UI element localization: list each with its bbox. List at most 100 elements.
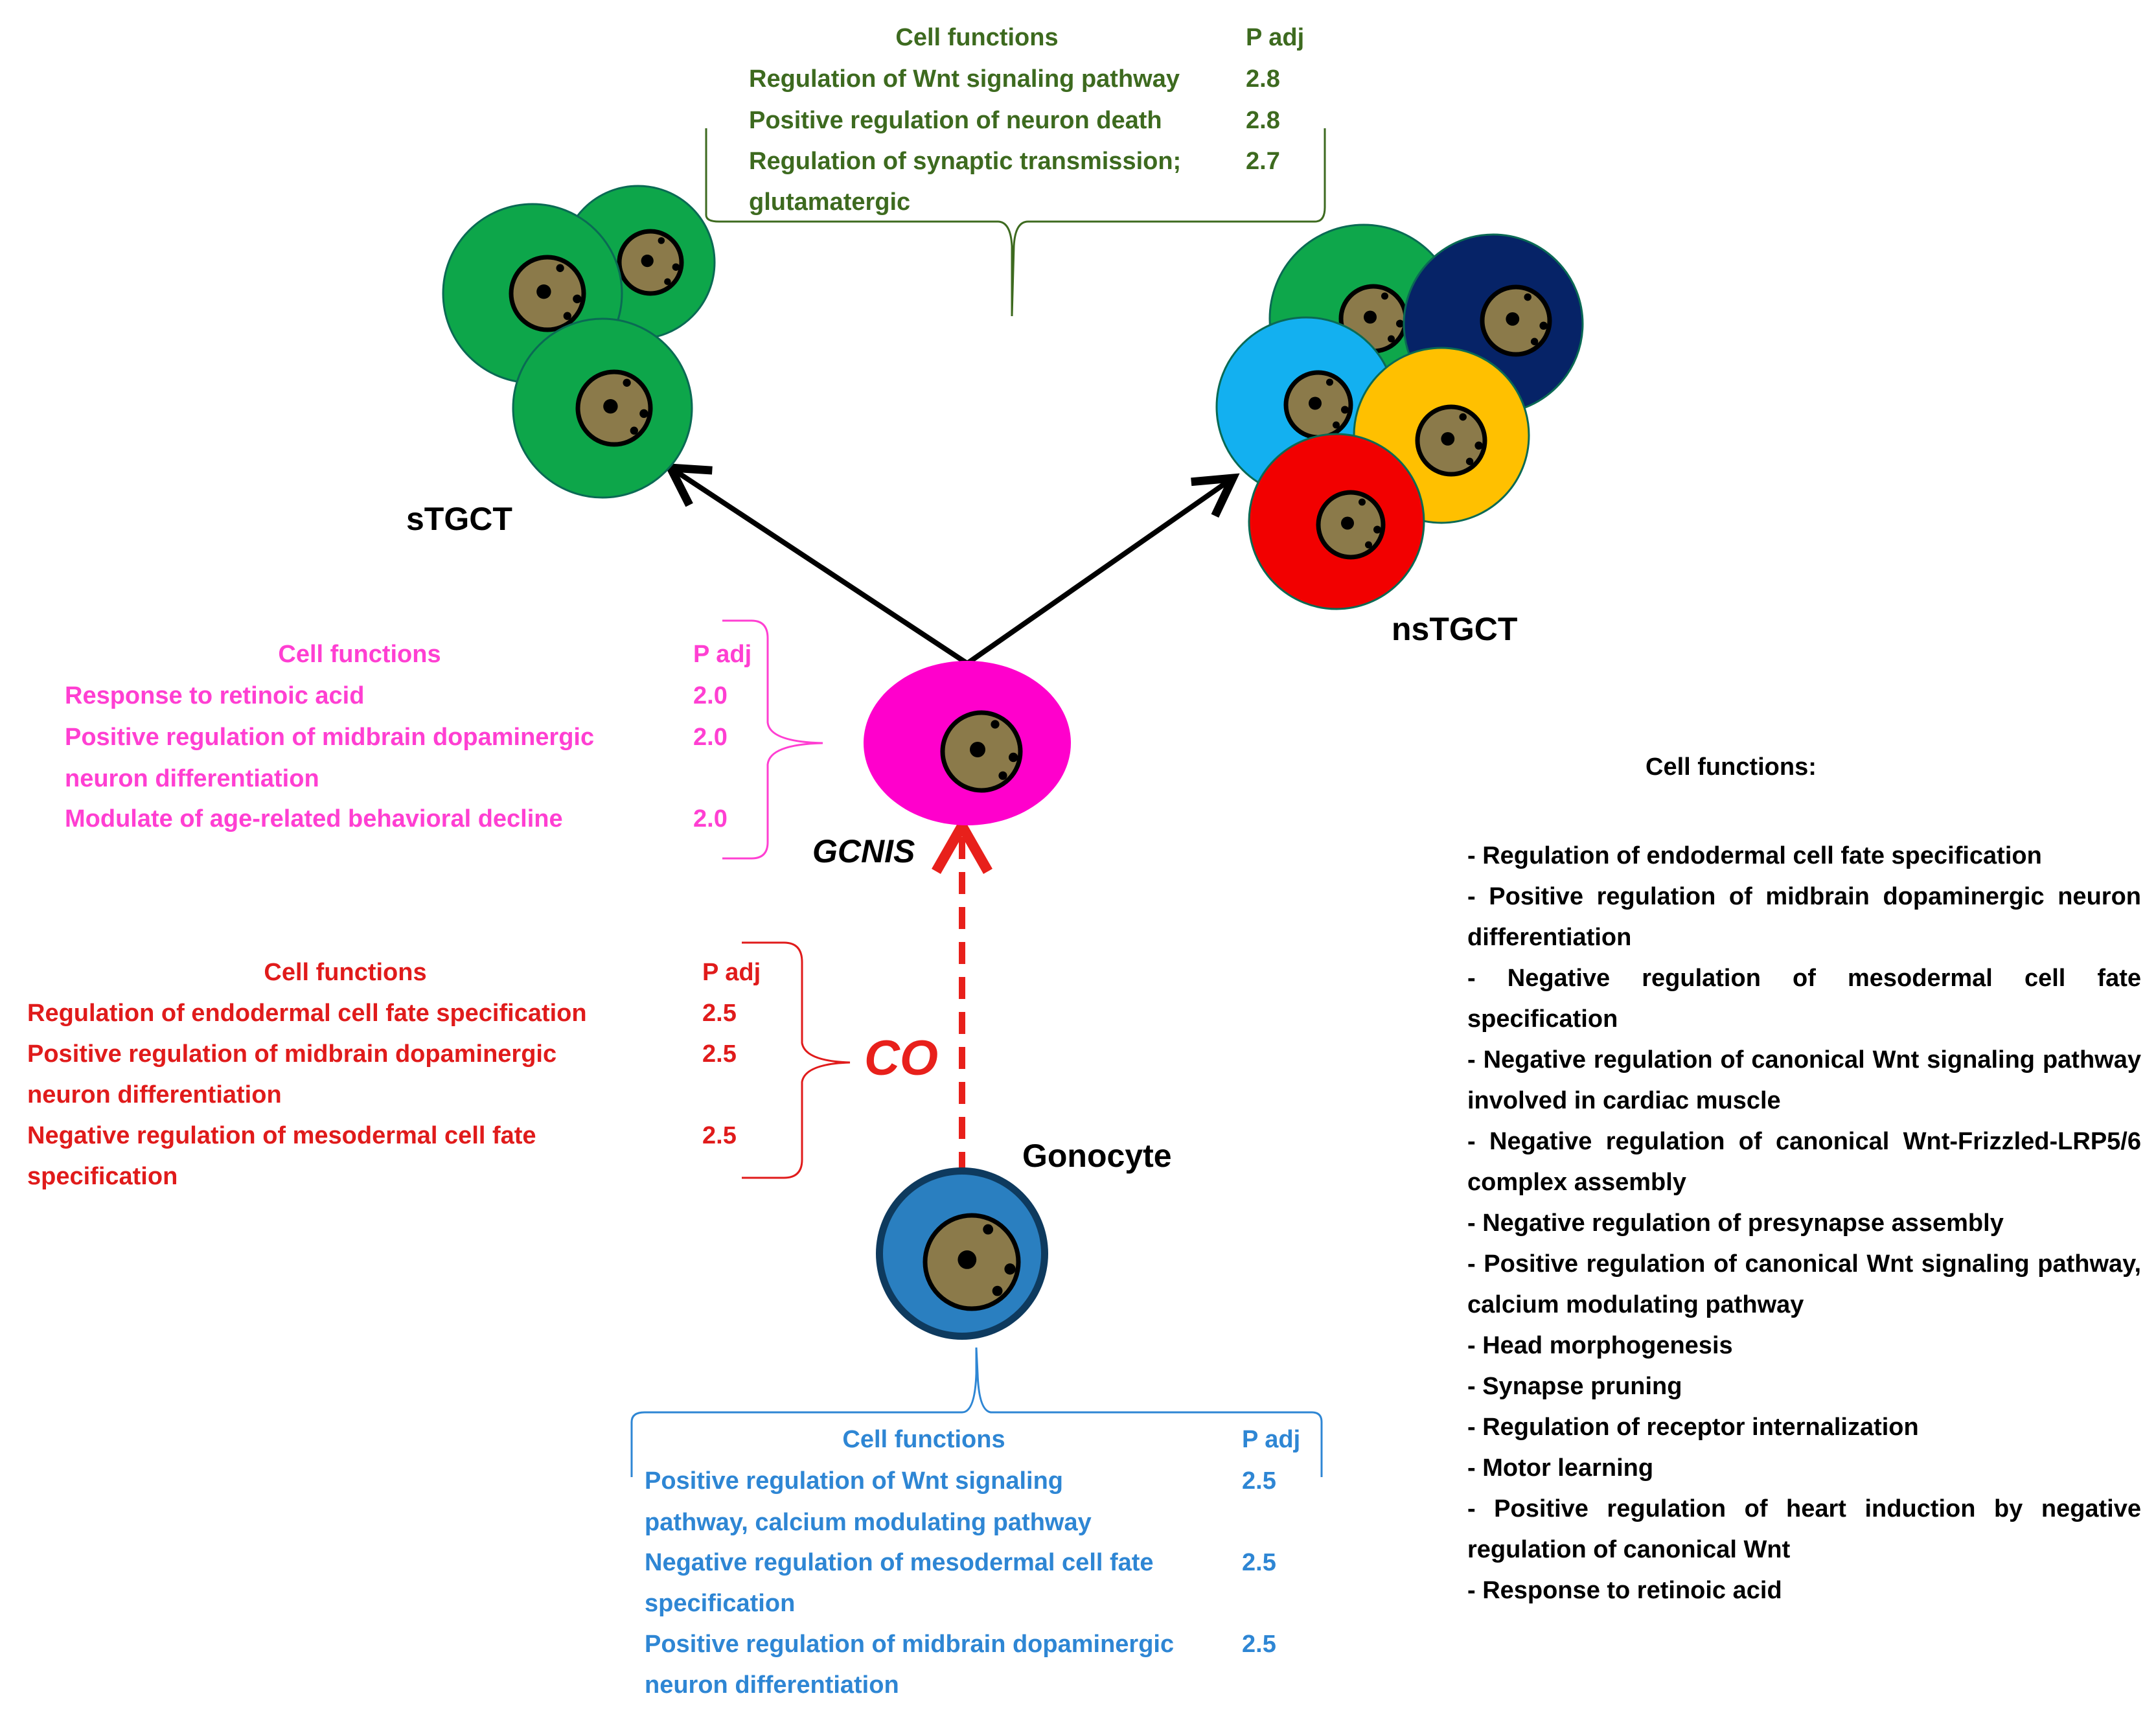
gonocyte-row-2-label-cont: specification	[645, 1590, 796, 1617]
list-item: - Regulation of receptor internalization	[1467, 1414, 1919, 1441]
stgct-nucleus-nucleolus	[603, 399, 618, 414]
list-item: - Negative regulation of mesodermal cell…	[1467, 965, 2141, 1033]
gonocyte-nucleus-dot	[992, 1285, 1003, 1296]
nstgct-nucleus-dot	[1530, 338, 1539, 345]
co-row-3-value: 2.5	[702, 1122, 737, 1149]
gcnis-nucleus-dot	[1009, 752, 1018, 763]
top-table-padj-header: P adj	[1246, 24, 1305, 51]
gcnis-row-1-label: Response to retinoic acid	[65, 682, 365, 709]
nstgct-nucleus-nucleolus	[1441, 432, 1455, 446]
nstgct-nucleus-nucleolus	[1506, 312, 1520, 326]
co-table-header: Cell functions	[264, 959, 427, 986]
gonocyte-row-1-value: 2.5	[1242, 1467, 1276, 1495]
nstgct-nucleus-dot	[1333, 421, 1340, 429]
nstgct-nucleus-nucleolus	[1341, 516, 1354, 530]
top-row-1-label: Regulation of Wnt signaling pathway	[749, 65, 1180, 93]
top-row-2-value: 2.8	[1246, 107, 1280, 134]
gcnis-brace	[722, 619, 823, 860]
arrow-to-nstgct	[965, 473, 1240, 666]
list-item: - Synapse pruning	[1467, 1373, 1682, 1400]
nstgct-label: nsTGCT	[1392, 611, 1518, 647]
list-item: - Motor learning	[1467, 1454, 1654, 1482]
co-label: CO	[864, 1031, 938, 1086]
stgct-nucleus-dot	[563, 312, 571, 320]
gonocyte-nucleus-dot	[983, 1224, 994, 1235]
gonocyte-table-padj-header: P adj	[1242, 1426, 1301, 1453]
right-functions-list: - Regulation of endodermal cell fate spe…	[1467, 836, 2141, 1611]
nstgct-nucleus-dot	[1459, 413, 1467, 421]
stgct-nucleus-dot	[658, 237, 665, 244]
gcnis-nucleus-dot	[998, 771, 1007, 780]
nstgct-nucleus-dot	[1326, 378, 1333, 386]
gonocyte-brace	[630, 1347, 1323, 1477]
gonocyte-label: Gonocyte	[1022, 1138, 1172, 1174]
list-item: - Positive regulation of midbrain dopami…	[1467, 883, 2141, 951]
nstgct-nucleus-dot	[1365, 541, 1372, 549]
top-row-1-value: 2.8	[1246, 65, 1280, 93]
stgct-nucleus-nucleolus	[536, 284, 551, 299]
stgct-label: sTGCT	[406, 501, 512, 537]
list-item: - Positive regulation of canonical Wnt s…	[1467, 1250, 2141, 1318]
gcnis-table-padj-header: P adj	[693, 641, 752, 668]
gonocyte-row-3-label: Positive regulation of midbrain dopamine…	[645, 1631, 1175, 1658]
list-item: - Negative regulation of presynapse asse…	[1467, 1210, 2004, 1237]
nstgct-nucleus-dot	[1539, 321, 1548, 330]
gcnis-label: GCNIS	[812, 833, 915, 869]
stgct-nucleus-dot	[664, 278, 671, 286]
nstgct-nucleus-dot	[1396, 319, 1404, 328]
gcnis-row-3-label: Modulate of age-related behavioral decli…	[65, 805, 563, 832]
list-item: - Head morphogenesis	[1467, 1332, 1733, 1359]
arrow-to-stgct	[663, 463, 969, 666]
right-list-header: Cell functions:	[1646, 753, 1817, 781]
nstgct-nucleus-dot	[1373, 525, 1381, 534]
list-item: - Regulation of endodermal cell fate spe…	[1467, 842, 2042, 869]
top-row-3-label-cont: glutamatergic	[749, 189, 911, 216]
co-row-2-label-cont: neuron differentiation	[27, 1081, 282, 1108]
stgct-nucleus-dot	[672, 263, 680, 271]
co-row-1-label: Regulation of endodermal cell fate speci…	[27, 1000, 587, 1027]
top-row-2-label: Positive regulation of neuron death	[749, 107, 1162, 134]
stgct-nucleus-dot	[573, 294, 582, 304]
gonocyte-row-3-label-cont: neuron differentiation	[645, 1671, 899, 1699]
co-row-3-label-cont: specification	[27, 1163, 178, 1190]
top-table-header: Cell functions	[895, 24, 1059, 51]
gcnis-nucleus-nucleolus	[970, 742, 985, 757]
gcnis-row-2-label: Positive regulation of midbrain dopamine…	[65, 724, 595, 751]
top-row-3-value: 2.7	[1246, 148, 1280, 175]
co-brace	[742, 941, 851, 1179]
stgct-nucleus-dot	[639, 409, 648, 419]
stgct-nucleus-dot	[623, 378, 631, 387]
list-item: - Response to retinoic acid	[1467, 1577, 1782, 1604]
list-item: - Negative regulation of canonical Wnt-F…	[1467, 1128, 2141, 1196]
gonocyte-row-2-value: 2.5	[1242, 1549, 1276, 1576]
gcnis-nucleus-dot	[991, 720, 1000, 729]
nstgct-nucleus-dot	[1465, 457, 1474, 465]
gonocyte-nucleus-dot	[1004, 1263, 1016, 1275]
gcnis-row-3-value: 2.0	[693, 805, 728, 832]
top-brace	[705, 128, 1326, 317]
gonocyte-row-3-value: 2.5	[1242, 1631, 1276, 1658]
nstgct-nucleus-dot	[1388, 335, 1395, 343]
co-row-3-label: Negative regulation of mesodermal cell f…	[27, 1122, 536, 1149]
list-item: - Negative regulation of canonical Wnt s…	[1467, 1046, 2141, 1114]
gonocyte-table-header: Cell functions	[842, 1426, 1005, 1453]
co-row-2-label: Positive regulation of midbrain dopamine…	[27, 1040, 557, 1068]
co-row-2-value: 2.5	[702, 1040, 737, 1068]
co-table-padj-header: P adj	[702, 959, 761, 986]
gcnis-row-2-value: 2.0	[693, 724, 728, 751]
co-row-1-value: 2.5	[702, 1000, 737, 1027]
nstgct-nucleus-dot	[1341, 406, 1349, 414]
stgct-nucleus-dot	[556, 264, 564, 272]
nstgct-nucleus-dot	[1524, 293, 1531, 301]
gonocyte-row-2-label: Negative regulation of mesodermal cell f…	[645, 1549, 1154, 1576]
top-row-3-label: Regulation of synaptic transmission;	[749, 148, 1182, 175]
nstgct-nucleus-dot	[1474, 441, 1483, 450]
gonocyte-row-1-label: Positive regulation of Wnt signaling	[645, 1467, 1064, 1495]
stgct-nucleus-dot	[630, 426, 638, 435]
gcnis-row-2-label-cont: neuron differentiation	[65, 765, 319, 792]
gcnis-row-1-value: 2.0	[693, 682, 728, 709]
nstgct-nucleus-dot	[1381, 292, 1388, 300]
stgct-nucleus-nucleolus	[641, 255, 654, 268]
